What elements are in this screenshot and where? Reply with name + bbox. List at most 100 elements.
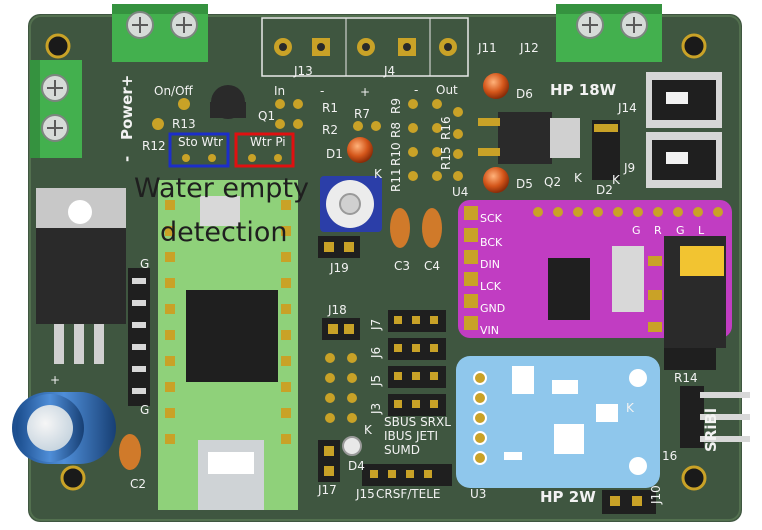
label-minus-power: - [118, 156, 136, 162]
label-wtr-pi: Wtr Pi [250, 135, 286, 149]
terminal-block-power [30, 60, 82, 158]
header-block-receivers [322, 310, 446, 423]
teensy-pins [165, 200, 291, 444]
label-sto-wtr: Sto Wtr [178, 135, 223, 149]
label-k4: K [364, 423, 373, 437]
label-j7: J7 [369, 319, 383, 331]
annotation-line2: detection [160, 217, 288, 248]
label-k1: K [374, 167, 383, 181]
label-sriel: SRiBl [702, 408, 720, 452]
header-left-vertical [128, 268, 150, 406]
led-d5 [483, 167, 509, 193]
label-r15: R15 [439, 146, 453, 170]
label-r8: R8 [389, 122, 403, 138]
label-j12: J12 [519, 41, 539, 55]
label-j13: J13 [293, 64, 313, 78]
highlight-pads [182, 154, 282, 162]
highlight-wtr-pi [234, 132, 295, 168]
label-r9: R9 [389, 98, 403, 114]
label-g2: G [140, 403, 149, 417]
label-k5: K [626, 401, 635, 415]
highlight-sto-wtr [168, 132, 230, 168]
label-q2: Q2 [544, 175, 561, 189]
label-j19: J19 [329, 261, 349, 275]
label-r13: R13 [172, 117, 196, 131]
amp-module [456, 356, 660, 488]
transistor-q1 [210, 85, 246, 119]
label-r1: R1 [322, 101, 338, 115]
dac-pin-gnd: GND [480, 302, 505, 315]
label-j10: J10 [649, 485, 663, 505]
label-sbus-srxl: SBUS SRXL [384, 415, 451, 429]
label-j9: J9 [623, 161, 635, 175]
header-j15 [362, 464, 452, 486]
label-r11: R11 [389, 168, 403, 192]
dac-pin-bck: BCK [480, 236, 503, 249]
label-j14: J14 [617, 101, 637, 115]
label-minus2: - [414, 83, 418, 97]
label-hp2w: HP 2W [540, 488, 596, 506]
dac-pin-din: DIN [480, 258, 500, 271]
label-k3: K [612, 173, 621, 187]
potentiometer [320, 176, 382, 232]
label-c2: C2 [130, 477, 146, 491]
teensy-module [158, 180, 298, 510]
label-r14: R14 [674, 371, 698, 385]
dac-pin-top-g2: G [676, 224, 685, 237]
label-r12: R12 [142, 139, 166, 153]
label-r10: R10 [389, 142, 403, 166]
label-on-off: On/Off [154, 84, 194, 98]
label-d6: D6 [516, 87, 533, 101]
terminal-block-on-off [112, 4, 208, 62]
label-j11: J11 [477, 41, 497, 55]
label-d4: D4 [348, 459, 365, 473]
capacitor-c3 [390, 208, 410, 248]
voltage-regulator [36, 188, 126, 364]
label-crsf-tele: CRSF/TELE [376, 487, 440, 501]
regulator-q2 [478, 112, 580, 164]
label-d1: D1 [326, 147, 343, 161]
label-c4: C4 [424, 259, 440, 273]
label-plus: + [360, 85, 370, 99]
dac-pin-vin: VIN [480, 324, 499, 337]
diode-d2 [592, 120, 620, 180]
label-q1: Q1 [258, 109, 275, 123]
header-sriel [680, 386, 750, 448]
label-k2: K [574, 171, 583, 185]
dac-pin-top-l: L [698, 224, 705, 237]
label-16: 16 [662, 449, 677, 463]
label-plus-cap: + [50, 373, 60, 387]
label-d2: D2 [596, 183, 613, 197]
label-r7: R7 [354, 107, 370, 121]
resistor-pads [152, 98, 463, 181]
label-power: Power+ [118, 75, 136, 140]
header-j17 [318, 440, 340, 482]
label-u4: U4 [452, 185, 468, 199]
electrolytic-capacitor [12, 392, 116, 464]
label-minus1: - [320, 84, 324, 98]
capacitor-c4 [422, 208, 442, 248]
label-sumd: SUMD [384, 443, 420, 457]
label-j5: J5 [369, 375, 383, 387]
label-j4: J4 [383, 64, 395, 78]
label-j18: J18 [327, 303, 347, 317]
label-j17: J17 [317, 483, 337, 497]
label-in: In [274, 84, 285, 98]
pcb-board-edge [29, 15, 741, 521]
label-u3: U3 [470, 487, 486, 501]
label-j15: J15 [355, 487, 375, 501]
annotation-line1: Water empty [134, 173, 309, 204]
mounting-holes [45, 33, 707, 491]
label-d5: D5 [516, 177, 533, 191]
connector-j14 [646, 72, 722, 128]
led-d4 [342, 436, 362, 456]
dac-module [458, 200, 732, 370]
label-c3: C3 [394, 259, 410, 273]
label-hp18w: HP 18W [550, 81, 617, 99]
dac-pin-top-r: R [654, 224, 662, 237]
header-j19 [318, 236, 360, 258]
label-r2: R2 [322, 123, 338, 137]
label-r16: R16 [439, 116, 453, 140]
label-out: Out [436, 83, 458, 97]
